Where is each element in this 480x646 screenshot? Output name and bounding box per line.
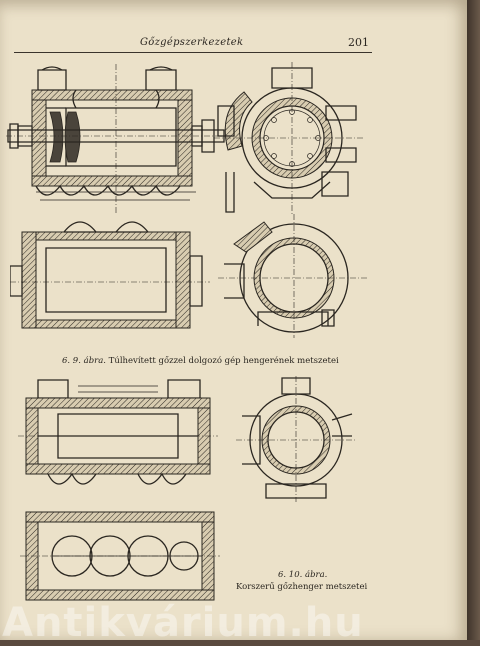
figure-number-6-9: 6. 9. ábra. (62, 356, 106, 366)
figure-number-6-10-text: 6. 10. ábra. (278, 570, 328, 580)
figure-caption-6-9: 6. 9. ábra. Túlhevített gőzzel dolgozó g… (62, 356, 339, 366)
book-spine-edge (467, 0, 480, 640)
watermark-text: Antikvárium.hu (2, 600, 364, 646)
figure-caption-text-6-10: Korszerű gőzhenger metszetei (236, 582, 368, 592)
page-number: 201 (348, 36, 369, 49)
figure-caption-text-6-9: Túlhevített gőzzel dolgozó gép hengeréne… (108, 356, 339, 366)
figure-caption-6-10: Korszerű gőzhenger metszetei (236, 582, 367, 592)
header-rule (14, 52, 372, 53)
fig-6-10-cross-section (236, 376, 356, 502)
fig-6-9-longitudinal-section (6, 64, 226, 218)
running-header-title: Gőzgépszerkezetek (140, 37, 244, 48)
fig-6-9-side-view (218, 214, 368, 338)
book-page: Gőzgépszerkezetek 201 (0, 0, 467, 640)
fig-6-10-valve-section (20, 506, 220, 606)
fig-6-9-cylinder-section (10, 216, 210, 334)
figure-number-6-10: 6. 10. ábra. (278, 570, 327, 580)
fig-6-10-longitudinal-section (18, 378, 218, 496)
fig-6-9-cross-section (214, 62, 364, 214)
